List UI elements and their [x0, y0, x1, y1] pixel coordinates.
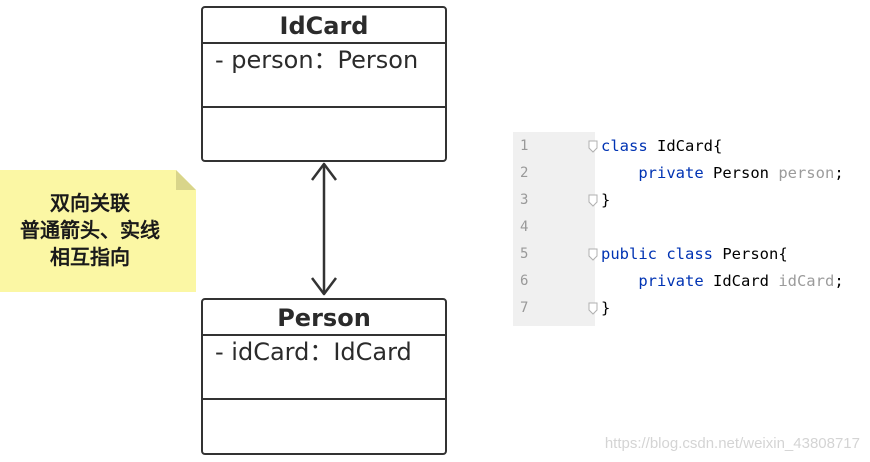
- code-text: public class Person{: [601, 241, 788, 268]
- code-text: }: [601, 295, 610, 322]
- note-line: 双向关联: [50, 191, 130, 215]
- line-number-gutter: [513, 132, 595, 326]
- code-text: class IdCard{: [601, 133, 722, 160]
- line-number: 7: [520, 300, 529, 316]
- note-text: 双向关联 普通箭头、实线 相互指向: [0, 190, 180, 271]
- class-attribute: - idCard：IdCard: [203, 336, 445, 400]
- line-number: 4: [520, 219, 529, 235]
- line-number: 3: [520, 192, 529, 208]
- code-keyword: private: [601, 272, 704, 290]
- code-token: [657, 245, 666, 263]
- class-name: IdCard: [203, 8, 445, 44]
- class-operations: [203, 400, 445, 450]
- code-token: Person: [703, 164, 779, 182]
- code-line: 1 class IdCard{: [513, 133, 870, 160]
- fold-marker-icon[interactable]: [588, 194, 598, 207]
- line-number: 6: [520, 273, 529, 289]
- code-keyword: private: [601, 164, 704, 182]
- code-line: 3}: [513, 187, 870, 214]
- line-number: 2: [520, 165, 529, 181]
- sticky-note: 双向关联 普通箭头、实线 相互指向: [0, 170, 196, 292]
- code-token: }: [601, 299, 611, 317]
- bidirectional-association-arrow: [311, 162, 337, 296]
- note-line: 相互指向: [50, 245, 130, 269]
- code-line: 7}: [513, 295, 870, 322]
- code-line: 2 private Person person;: [513, 160, 870, 187]
- code-line: 5 public class Person{: [513, 241, 870, 268]
- arrowhead-up: [311, 162, 337, 181]
- line-number: 5: [520, 246, 529, 262]
- class-name: Person: [203, 300, 445, 336]
- code-token: IdCard: [703, 272, 779, 290]
- code-text: }: [601, 187, 610, 214]
- code-token: Person{: [713, 245, 788, 263]
- code-line: 4: [513, 214, 870, 241]
- code-token: IdCard{: [647, 137, 723, 155]
- code-field: idCard: [778, 272, 835, 290]
- note-line: 普通箭头、实线: [20, 218, 160, 242]
- code-token: ;: [834, 272, 844, 290]
- code-line: 6 private IdCard idCard;: [513, 268, 870, 295]
- code-token: ;: [834, 164, 844, 182]
- code-text: private Person person;: [601, 160, 844, 187]
- code-field: person: [778, 164, 835, 182]
- code-keyword: class: [666, 245, 714, 263]
- code-text: private IdCard idCard;: [601, 268, 844, 295]
- class-box-idcard: IdCard - person：Person: [201, 6, 447, 162]
- fold-marker-icon[interactable]: [588, 302, 598, 315]
- code-keyword: public: [601, 245, 657, 263]
- fold-marker-icon[interactable]: [588, 248, 598, 261]
- class-box-person: Person - idCard：IdCard: [201, 298, 447, 455]
- class-operations: [203, 108, 445, 158]
- line-number: 1: [520, 138, 529, 154]
- note-shape: [0, 170, 196, 292]
- watermark: https://blog.csdn.net/weixin_43808717: [604, 435, 860, 452]
- code-token: }: [601, 191, 611, 209]
- code-keyword: class: [601, 137, 648, 155]
- arrowhead-down: [311, 277, 337, 296]
- fold-marker-icon[interactable]: [588, 140, 598, 153]
- class-attribute: - person：Person: [203, 44, 445, 108]
